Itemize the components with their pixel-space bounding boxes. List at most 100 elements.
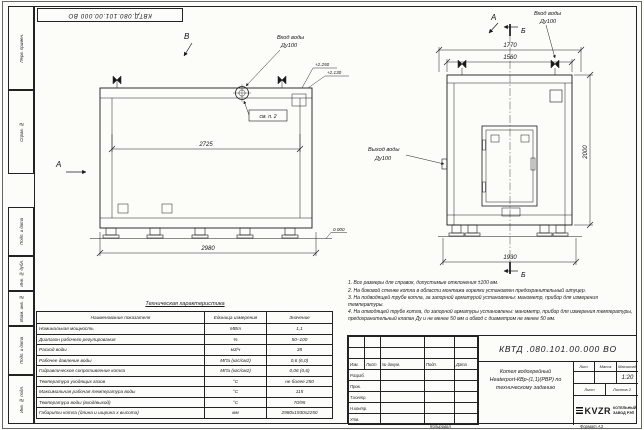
tech-cell: % — [204, 333, 267, 345]
tech-cell: Температура воды (вход/выход) — [36, 396, 205, 408]
kvzr-bars-icon — [575, 406, 583, 415]
stamp-header-row: Изм. Лист № докум. Подп. Дата — [348, 358, 479, 370]
inlet2-leader — [545, 24, 556, 59]
tech-cell: °С — [204, 375, 267, 387]
tech-cell: мм — [204, 407, 267, 419]
product-title-line2: Heaterport-КВр-(1,1)(РВР) по — [489, 377, 562, 384]
stamp-razrab: Разраб. — [348, 369, 381, 381]
margin-cell-perv-primen: Перв. примен. — [8, 6, 34, 90]
stamp-signature-table: Изм. Лист № докум. Подп. Дата Разраб. Пр… — [348, 336, 479, 425]
note-line: 2. На боковой стенке котла в области мон… — [348, 287, 586, 294]
lit-label: Лит. — [573, 362, 594, 372]
elevation-flag-zero — [325, 232, 347, 239]
boiler-side-view — [66, 42, 349, 257]
front-view-legs — [448, 224, 569, 237]
tech-cell: °С — [204, 396, 267, 408]
note-line: 3. На подводящей трубе котла, за запорно… — [348, 295, 598, 308]
view-a-label: А — [55, 160, 61, 169]
stamp-prov: Пров. — [348, 380, 381, 392]
margin-cell-inv-dubl: Инв. № дубл. — [8, 256, 34, 291]
view-a-title-label: А — [490, 13, 496, 22]
tech-cell: Гидравлическое сопротивление котла — [36, 365, 205, 377]
outlet-stub — [441, 158, 448, 170]
note-line: 4. На отводящей трубе котла, до запорной… — [348, 309, 633, 322]
margin-label: Инв. № подл. — [18, 385, 24, 413]
format-label: Формат А3 — [580, 424, 603, 429]
tech-cell: Номинальная мощность — [36, 323, 205, 335]
inlet2-label-line1: Вход воды — [534, 11, 561, 17]
stamp-data: Дата — [454, 358, 479, 370]
dim-2980 — [96, 232, 320, 257]
tech-cell: МПа (кгс/см2) — [204, 365, 267, 377]
inlet2-label-line2: Ду100 — [539, 19, 557, 25]
tech-row: Диапазон рабочего регулирования%50–100 — [36, 333, 333, 345]
product-title-line3: техническому заданию — [495, 385, 556, 392]
stamp-nkontr: Н.контр. — [348, 402, 381, 414]
margin-label: Справ. № — [18, 122, 24, 142]
boiler-drawing: В А Вход воды Ду100 см. п. 2 +2.250 +2.1… — [55, 11, 594, 279]
stamp-list: Лист — [364, 358, 381, 370]
view-b-label: В — [184, 32, 190, 41]
inlet-label-line1: Вход воды — [277, 35, 304, 41]
boiler-front-view — [405, 22, 594, 274]
boiler-door — [481, 125, 538, 207]
margin-label: Инв. № дубл. — [18, 260, 24, 287]
dim-2725 — [108, 134, 304, 153]
margin-cell-sprav-no: Справ. № — [8, 90, 34, 174]
tech-cell: 70/95 — [266, 396, 333, 408]
elevation-flag-mid — [307, 75, 349, 89]
kvzr-logo-text: KVZR — [584, 405, 612, 416]
company-name-line1: КОТЕЛЬНЫЙ — [613, 406, 637, 411]
dim-1770 — [435, 46, 585, 72]
product-title-line1: Котел водогрейный — [499, 369, 552, 375]
tech-cell: МПа (кгс/см2) — [204, 354, 267, 366]
side-view-legs — [102, 227, 299, 239]
dim-1770-label: 1770 — [503, 43, 517, 49]
tech-cell: Габариты котла (длина и ширина х высота) — [36, 407, 205, 419]
notes-block: 1. Все размеры для справок, допустимые о… — [348, 280, 634, 324]
section-b-bottom-label: Б — [521, 272, 526, 279]
outlet-label-line1: Выход воды — [368, 147, 399, 153]
outlet-label-line2: Ду100 — [374, 156, 392, 162]
tech-header-name: Наименование показателя — [36, 311, 205, 324]
dim-2980-label: 2980 — [200, 246, 215, 252]
lit-value — [573, 372, 594, 384]
tech-cell: 50–100 — [266, 333, 333, 345]
tech-cell: 0,6 (6,0) — [266, 354, 333, 366]
see-note-label: см. п. 2 — [259, 114, 276, 120]
note-line: 1. Все размеры для справок, допустимые о… — [348, 280, 499, 286]
dim-1560-label: 1560 — [503, 55, 517, 61]
company-name: КОТЕЛЬНЫЙ ЗАВОД РЭП — [613, 406, 636, 414]
tech-cell: Рабочее давление воды — [36, 354, 205, 366]
inlet-flange-icon — [233, 84, 251, 102]
stamp-tkontr: Т.контр. — [348, 391, 381, 403]
scale-label: Масштаб — [616, 362, 638, 372]
stamp-ndokum: № докум. — [380, 358, 425, 370]
tech-header-unit: Единица измерения — [204, 311, 267, 324]
dim-2725-label: 2725 — [198, 142, 213, 148]
tech-row: Габариты котла (длина и ширина х высота)… — [36, 407, 333, 419]
scale-value: 1:20 — [616, 372, 638, 384]
company-logo-cell: KVZR КОТЕЛЬНЫЙ ЗАВОД РЭП — [573, 396, 638, 425]
tech-table-title: Техническая характеристика — [145, 301, 225, 307]
dim-2000 — [574, 71, 594, 229]
see-note-box — [248, 109, 288, 122]
mass-label: Масса — [594, 362, 616, 372]
tech-cell: м3/ч — [204, 344, 267, 356]
outlet-leader — [405, 154, 445, 165]
ash-box — [501, 207, 521, 217]
tech-table: Наименование показателя Единица измерени… — [36, 311, 333, 419]
inlet-leader — [245, 49, 281, 87]
tech-cell: 1,1 — [266, 323, 333, 335]
margin-cell-inv-podl: Инв. № подл. — [8, 375, 34, 424]
product-title: Котел водогрейный Heaterport-КВр-(1,1)(Р… — [477, 362, 573, 425]
dim-1930 — [439, 238, 580, 266]
dim-1930-label: 1930 — [503, 255, 517, 261]
tech-cell: 0,06 (0,6) — [266, 365, 333, 377]
view-a-title-arrow — [488, 22, 499, 34]
